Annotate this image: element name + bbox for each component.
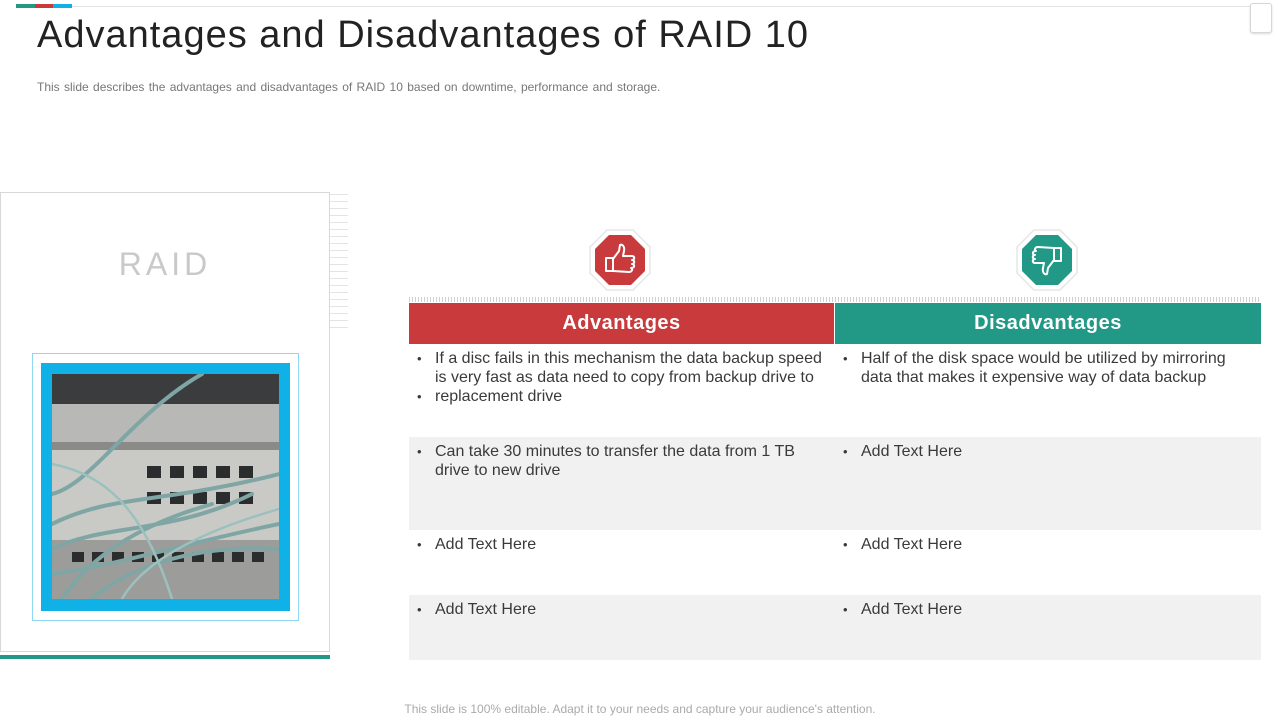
list-item: Add Text Here	[843, 442, 1253, 461]
thumbs-down-icon	[1016, 229, 1078, 291]
top-accent-bar	[16, 4, 73, 8]
footer-note: This slide is 100% editable. Adapt it to…	[404, 702, 876, 716]
advantages-header: Advantages	[409, 303, 834, 344]
list-item: replacement drive	[417, 387, 829, 406]
list-item: Add Text Here	[843, 600, 1253, 619]
table-cell-advantage: Add Text Here	[417, 535, 829, 554]
table-cell-advantage: Add Text Here	[417, 600, 829, 619]
table-cell-disadvantage: Add Text Here	[843, 600, 1253, 619]
advantages-icon-badge	[589, 229, 651, 291]
image-frame	[32, 353, 299, 621]
thumbs-up-icon	[589, 229, 651, 291]
table-top-ticks	[409, 297, 1261, 302]
table-cell-disadvantage: Add Text Here	[843, 442, 1253, 461]
disadvantages-header: Disadvantages	[835, 303, 1261, 344]
list-item: Half of the disk space would be utilized…	[843, 349, 1253, 387]
list-item: If a disc fails in this mechanism the da…	[417, 349, 829, 387]
list-item: Can take 30 minutes to transfer the data…	[417, 442, 829, 480]
page-title: Advantages and Disadvantages of RAID 10	[37, 14, 810, 56]
disadvantages-icon-badge	[1016, 229, 1078, 291]
corner-decoration	[1250, 3, 1272, 33]
list-item: Add Text Here	[843, 535, 1253, 554]
top-divider	[72, 6, 1250, 7]
table-cell-disadvantage: Add Text Here	[843, 535, 1253, 554]
stripe-decoration	[330, 194, 348, 334]
table-cell-disadvantage: Half of the disk space would be utilized…	[843, 349, 1253, 387]
list-item: Add Text Here	[417, 600, 829, 619]
table-cell-advantage: Can take 30 minutes to transfer the data…	[417, 442, 829, 480]
list-item: Add Text Here	[417, 535, 829, 554]
left-panel-accent	[0, 655, 330, 659]
page-subtitle: This slide describes the advantages and …	[37, 80, 661, 94]
network-cables-photo	[52, 374, 279, 599]
table-cell-advantage: If a disc fails in this mechanism the da…	[417, 349, 829, 406]
raid-label: RAID	[118, 246, 212, 282]
